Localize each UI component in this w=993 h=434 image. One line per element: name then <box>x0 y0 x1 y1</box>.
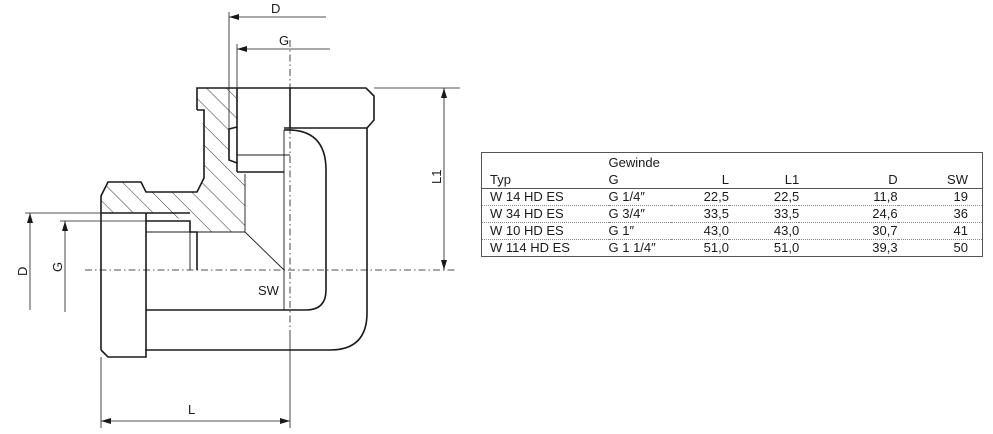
cell-sw: 19 <box>897 188 983 206</box>
cell-l: 33,5 <box>670 205 729 223</box>
cell-l1: 43,0 <box>728 222 800 240</box>
cell-d: 11,8 <box>799 188 898 206</box>
label-L: L <box>188 402 195 417</box>
section-hatching <box>101 88 245 232</box>
cell-sw: 41 <box>897 222 983 240</box>
table-row: W 10 HD ES G 1″ 43,0 43,0 30,7 41 <box>481 222 983 240</box>
table-row: W 14 HD ES G 1/4″ 22,5 22,5 11,8 19 <box>481 188 983 206</box>
cell-l1: 33,5 <box>728 205 800 223</box>
header-l: L <box>670 171 729 189</box>
cell-g: G 3/4″ <box>608 205 671 223</box>
elbow-contour <box>100 87 375 358</box>
cell-d: 24,6 <box>799 205 898 223</box>
dimension-D-top <box>228 12 326 130</box>
dimension-L1 <box>374 87 460 270</box>
header-d: D <box>799 171 898 189</box>
cell-sw: 50 <box>953 240 968 255</box>
cell-l1: 22,5 <box>728 188 800 206</box>
label-SW: SW <box>258 283 280 298</box>
table-header-group-row: Gewinde <box>482 153 983 172</box>
cell-g: G 1/4″ <box>608 188 671 206</box>
label-L1: L1 <box>429 170 444 184</box>
cell-d: 39,3 <box>872 240 898 255</box>
cell-d: 30,7 <box>799 222 898 240</box>
cell-l: 22,5 <box>670 188 729 206</box>
label-D-top: D <box>271 1 280 16</box>
cell-l1: 51,0 <box>773 240 800 255</box>
center-lines <box>85 40 455 334</box>
cell-g: G 1″ <box>608 222 671 240</box>
dimension-D-left <box>25 212 101 310</box>
table-row: W 34 HD ES G 3/4″ 33,5 33,5 24,6 36 <box>481 205 983 223</box>
label-G-top: G <box>279 33 289 48</box>
header-l1: L1 <box>728 171 800 189</box>
table-header-row: Typ G L L1 D SW <box>481 171 983 189</box>
cell-sw: 36 <box>897 205 983 223</box>
header-gewinde: Gewinde <box>608 155 660 170</box>
cell-typ: W 114 HD ES <box>490 240 570 255</box>
cell-g: G 1 1/4″ <box>608 240 656 255</box>
cell-typ: W 10 HD ES <box>481 222 609 240</box>
table-row: W 114 HD ES G 1 1/4″ 51,0 51,0 39,3 50 <box>482 240 983 257</box>
header-g: G <box>608 171 671 189</box>
label-G-left: G <box>50 262 65 272</box>
label-D-left: D <box>15 267 30 276</box>
header-typ: Typ <box>481 171 609 189</box>
cell-typ: W 14 HD ES <box>481 188 609 206</box>
dimension-table: Gewinde Typ G L L1 D SW W 14 HD ES G 1/4… <box>481 152 983 257</box>
dimension-G-left <box>60 220 146 312</box>
cell-l: 51,0 <box>703 240 729 255</box>
header-sw: SW <box>897 171 983 189</box>
dimension-L <box>100 334 291 428</box>
dimension-G-top <box>236 44 330 88</box>
cell-l: 43,0 <box>670 222 729 240</box>
cell-typ: W 34 HD ES <box>481 205 609 223</box>
